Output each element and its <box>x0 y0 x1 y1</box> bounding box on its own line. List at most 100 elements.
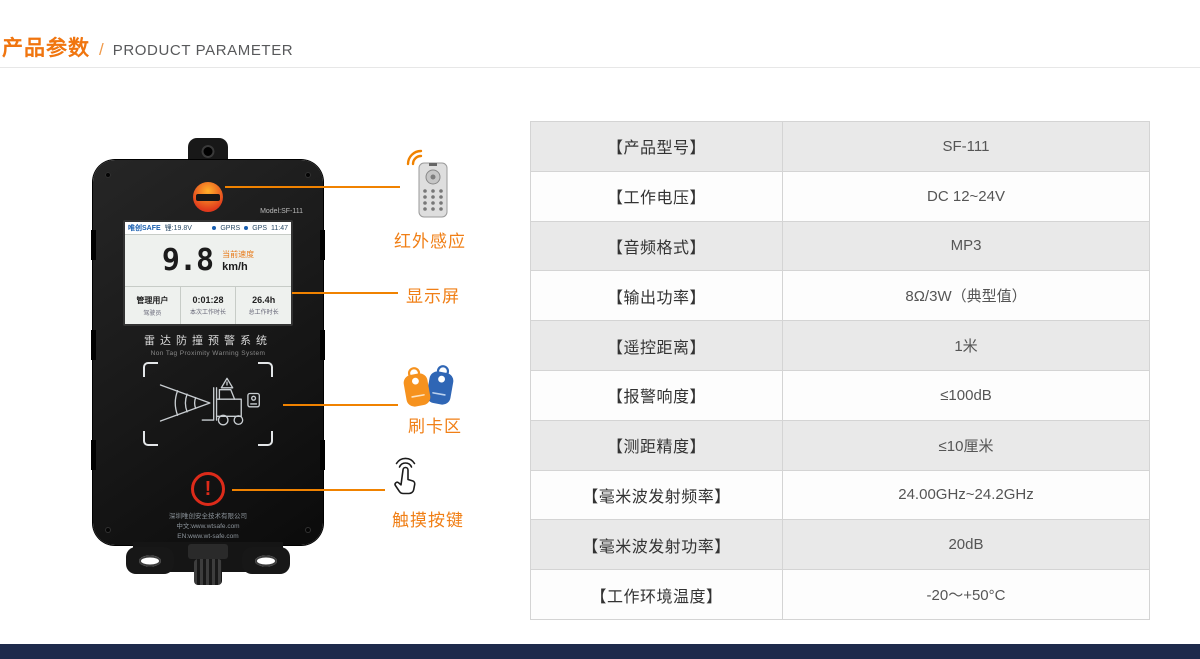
keyfob-icons <box>402 362 456 417</box>
card-swipe-area <box>143 362 273 446</box>
touch-hand-icon <box>388 457 422 500</box>
screen-gprs: GPRS <box>220 224 241 232</box>
screen-session-cell: 0:01:28 本次工作时长 <box>181 287 237 324</box>
callout-line-touch <box>232 489 385 491</box>
spec-label: 【工作电压】 <box>531 171 783 221</box>
company-name: 深圳唯创安全技术有限公司 <box>169 513 247 520</box>
brand-logo-icon <box>193 182 223 212</box>
side-notch <box>91 440 96 470</box>
bracket-corner <box>258 431 273 446</box>
screen-total-cell: 26.4h 总工作时长 <box>236 287 291 324</box>
side-notch <box>91 230 96 260</box>
speed-value: 9.8 <box>161 243 214 278</box>
spec-value: MP3 <box>950 237 982 255</box>
callout-line-infrared <box>225 186 400 188</box>
screw-icon <box>305 172 311 178</box>
gprs-dot-icon <box>212 226 217 230</box>
callout-label-display: 显示屏 <box>406 287 460 306</box>
spec-label: 【音频格式】 <box>531 221 783 271</box>
table-row: 【输出功率】 8Ω/3W（典型值） <box>531 270 1149 321</box>
mount-hole-right <box>255 555 277 566</box>
cable-connector-barrel <box>194 559 222 585</box>
table-row: 【报警响度】 ≤100dB <box>531 369 1149 420</box>
screen-brand: 唯创SAFE <box>128 225 161 232</box>
brand-logo-band <box>196 194 220 201</box>
title-separator: / <box>99 40 104 59</box>
total-time: 26.4h <box>252 295 276 305</box>
keyfob-orange-icon <box>403 367 431 407</box>
table-row: 【遥控距离】 1米 <box>531 320 1149 370</box>
callout-label-card: 刷卡区 <box>408 417 462 436</box>
alarm-exclamation: ! <box>204 478 212 500</box>
footer-bar <box>0 644 1200 659</box>
screw-icon <box>105 527 111 533</box>
spec-value: 24.00GHz~24.2GHz <box>898 486 1034 504</box>
gps-dot-icon <box>244 226 249 230</box>
system-name: 雷达防撞预警系统 Non Tag Proximity Warning Syste… <box>93 332 323 357</box>
spec-value: 8Ω/3W（典型值） <box>905 288 1027 306</box>
website-cn: 中文:www.wtsafe.com <box>176 523 240 531</box>
side-notch <box>91 330 96 360</box>
table-row: 【毫米波发射功率】 20dB <box>531 519 1149 570</box>
speed-unit: km/h <box>222 260 248 273</box>
spec-table: 【产品型号】 SF-111 【工作电压】 DC 12~24V 【音频格式】 MP… <box>530 121 1150 620</box>
cable-connector-nut <box>188 544 228 559</box>
callout-line-card <box>283 404 398 406</box>
mount-hole-top <box>201 145 215 158</box>
bracket-corner <box>143 431 158 446</box>
bracket-corner <box>143 362 158 377</box>
mount-hole-left <box>139 555 161 566</box>
device-screen: 唯创SAFE 锂:19.8V GPRS GPS 11:47 9.8 当前速度 k… <box>123 220 293 326</box>
screen-speed-area: 9.8 当前速度 km/h <box>125 235 291 287</box>
spec-label: 【报警响度】 <box>531 370 783 420</box>
alarm-button-icon: ! <box>191 472 225 506</box>
spec-label: 【遥控距离】 <box>531 321 783 370</box>
spec-value: DC 12~24V <box>927 187 1005 205</box>
session-time: 0:01:28 <box>192 295 224 305</box>
spec-value: 20dB <box>948 536 984 554</box>
callout-label-infrared: 红外感应 <box>394 232 466 251</box>
page-title-en: PRODUCT PARAMETER <box>112 42 294 59</box>
user-value: 驾驶员 <box>143 310 162 317</box>
spec-value: ≤100dB <box>940 386 992 404</box>
device-body: Model:SF-111 唯创SAFE 锂:19.8V GPRS GPS 11:… <box>91 160 325 545</box>
spec-value: 1米 <box>954 338 978 356</box>
spec-label: 【毫米波发射频率】 <box>531 470 783 520</box>
bracket-corner <box>258 362 273 377</box>
remote-control-icon <box>405 147 453 224</box>
spec-label: 【测距精度】 <box>531 420 783 470</box>
side-notch <box>320 230 325 260</box>
speed-label: 当前速度 <box>222 249 255 259</box>
spec-label: 【工作环境温度】 <box>531 570 783 619</box>
screen-battery: 锂:19.8V <box>164 225 192 232</box>
spec-value: ≤10厘米 <box>938 437 994 455</box>
session-label: 本次工作时长 <box>190 310 227 316</box>
website-en: EN:www.wt-safe.com <box>177 533 239 541</box>
callout-line-display <box>292 292 398 294</box>
header-divider <box>0 67 1200 68</box>
spec-label: 【毫米波发射功率】 <box>531 520 783 570</box>
screen-status-bar: 唯创SAFE 锂:19.8V GPRS GPS 11:47 <box>125 222 291 235</box>
table-row: 【工作电压】 DC 12~24V <box>531 170 1149 221</box>
table-row: 【音频格式】 MP3 <box>531 220 1149 271</box>
system-name-en: Non Tag Proximity Warning System <box>150 350 266 357</box>
screen-user-cell: 管理用户 驾驶员 <box>125 287 181 324</box>
keyfob-blue-icon <box>426 365 454 405</box>
screen-gps: GPS <box>252 224 267 232</box>
table-row: 【产品型号】 SF-111 <box>531 122 1149 171</box>
callout-label-touch: 触摸按键 <box>392 511 464 530</box>
total-label: 总工作时长 <box>248 310 279 316</box>
spec-value: SF-111 <box>942 137 990 155</box>
page-title-cn: 产品参数 <box>2 37 90 60</box>
spec-label: 【产品型号】 <box>531 122 783 171</box>
table-row: 【工作环境温度】 -20～+50°C <box>531 569 1149 619</box>
screen-time: 11:47 <box>271 224 288 232</box>
screen-stats-row: 管理用户 驾驶员 0:01:28 本次工作时长 26.4h 总工作时长 <box>125 287 291 324</box>
device-image: Model:SF-111 唯创SAFE 锂:19.8V GPRS GPS 11:… <box>91 138 325 590</box>
table-row: 【毫米波发射频率】 24.00GHz~24.2GHz <box>531 469 1149 520</box>
forklift-radar-illustration-icon <box>159 377 260 426</box>
mount-ear-left <box>126 547 174 574</box>
side-notch <box>320 440 325 470</box>
mount-ear-right <box>242 547 290 574</box>
